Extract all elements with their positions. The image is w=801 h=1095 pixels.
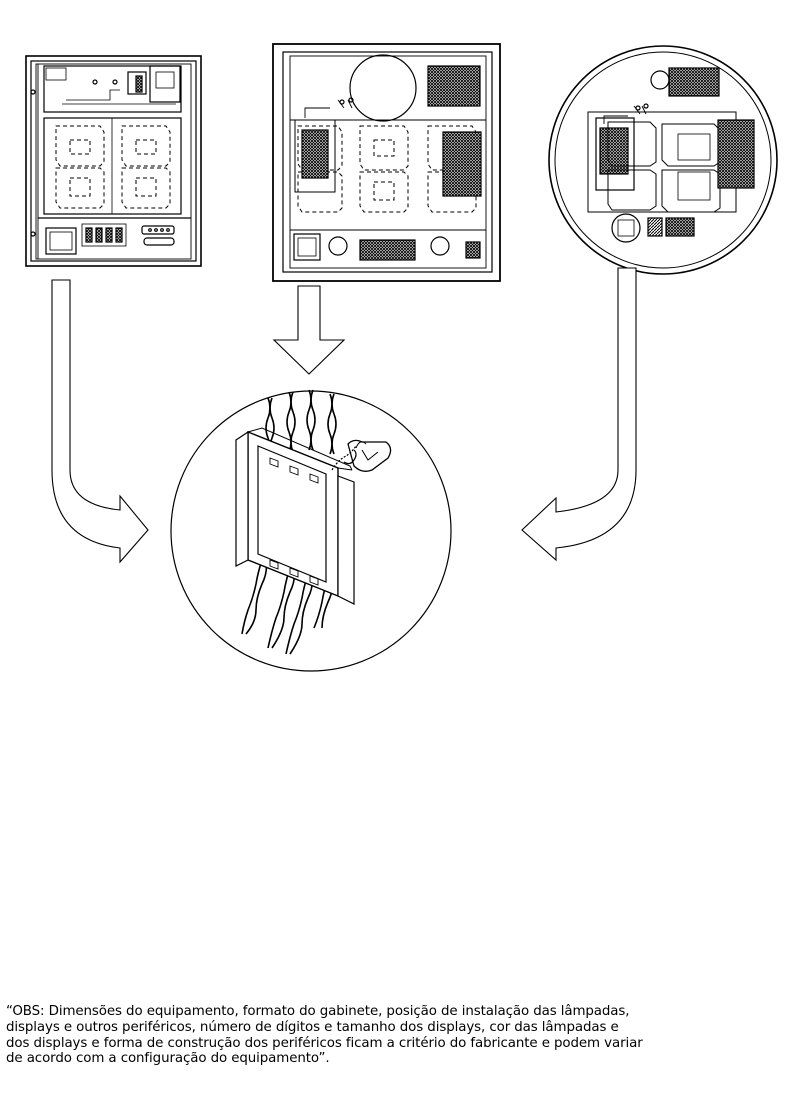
- cabinet-right: [548, 45, 778, 275]
- cabinet-center: [272, 43, 501, 282]
- detail-circle: [170, 389, 452, 672]
- note-line-3: dos displays e forma de construção dos p…: [6, 1035, 643, 1051]
- arrow-left: [51, 279, 149, 564]
- note-line-2: displays e outros periféricos, número de…: [6, 1019, 619, 1035]
- arrow-center: [272, 285, 346, 375]
- note-line-1: “OBS: Dimensões do equipamento, formato …: [6, 1004, 630, 1019]
- observation-note: “OBS: Dimensões do equipamento, formato …: [6, 1004, 798, 1067]
- cabinet-left: [25, 55, 202, 267]
- note-line-4: de acordo com a configuração do equipame…: [6, 1051, 330, 1067]
- arrow-right: [521, 267, 637, 562]
